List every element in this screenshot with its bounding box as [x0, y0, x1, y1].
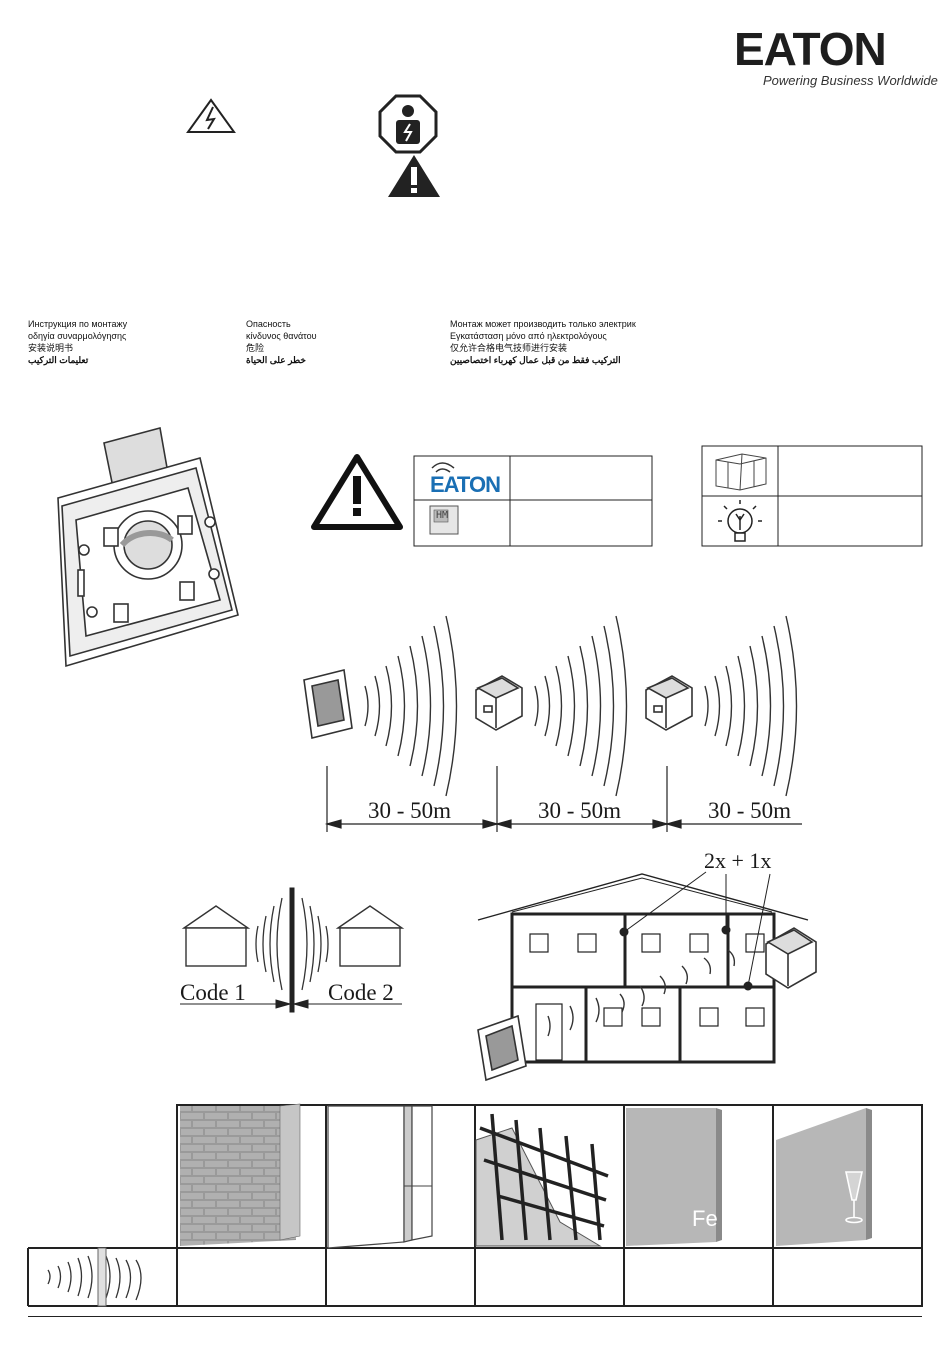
glass-pane-icon — [776, 1108, 872, 1246]
hm-label: HM — [436, 510, 449, 521]
house-radio-waves — [547, 949, 736, 1037]
device-count-label: 2x + 1x — [704, 848, 772, 873]
electrician-ar: التركيب فقط من قبل عمال كهرباء اختصاصيين — [450, 355, 621, 365]
electrician-ru: Монтаж может производить только электрик — [450, 319, 636, 329]
instructions-title-block: Инструкция по монтажу οδηγία συναρμολόγη… — [28, 318, 127, 366]
radio-waves-1 — [364, 615, 458, 797]
instructions-zh: 安装说明书 — [28, 343, 74, 353]
device-illustration — [57, 427, 239, 668]
distance-label-1: 30 - 50m — [368, 798, 452, 823]
radio-waves-3 — [704, 615, 798, 797]
light-bulb-icon — [718, 500, 762, 542]
neighbour-houses — [181, 905, 405, 967]
code-2-label: Code 2 — [328, 980, 394, 1005]
electrician-el: Εγκατάσταση μόνο από ηλεκτρολόγους — [450, 331, 607, 341]
wood-panel-icon — [327, 1105, 433, 1249]
code-divider — [180, 887, 402, 1013]
code-1-label: Code 1 — [180, 980, 246, 1005]
package-icon — [715, 453, 767, 491]
metal-sheet-icon — [626, 1108, 722, 1246]
danger-ru: Опасность — [246, 319, 291, 329]
bottom-rule — [28, 1316, 922, 1317]
actuator-icon-1 — [475, 675, 523, 731]
large-warning-icon — [311, 454, 403, 530]
metal-fe-label: Fe — [692, 1206, 718, 1231]
wall-switch-icon — [303, 669, 353, 739]
radio-waves-2 — [534, 615, 628, 797]
danger-ar: خطر على الحياة — [246, 355, 306, 365]
instructions-ar: تعليمات التركيب — [28, 355, 89, 365]
radio-waves-code — [255, 897, 329, 991]
distance-dimension-lines — [324, 766, 802, 832]
electrician-block: Монтаж может производить только электрик… — [450, 318, 636, 366]
signal-strength-icon — [47, 1255, 142, 1301]
actuator-icon-2 — [645, 675, 693, 731]
exclamation-warning-icon — [388, 155, 440, 197]
danger-block: Опасность κίνδυνος θανάτου 危险 خطر على ال… — [246, 318, 317, 366]
brick-wall-icon — [180, 1103, 301, 1246]
tagline: Powering Business Worldwide — [763, 73, 938, 88]
electrician-zh: 仅允许合格电气技师进行安装 — [450, 343, 568, 353]
eaton-logo: EATON — [734, 23, 887, 75]
distance-label-3: 30 - 50m — [708, 798, 792, 823]
eaton-small-logo: EATON — [430, 472, 501, 497]
wireless-signal-icon — [431, 462, 455, 473]
instructions-ru: Инструкция по монтажу — [28, 319, 128, 329]
signal-wall-bar — [97, 1247, 107, 1307]
danger-el: κίνδυνος θανάτου — [246, 331, 317, 341]
electrician-icon — [378, 94, 438, 154]
house-cross-section — [477, 873, 809, 1064]
rebar-concrete-icon — [475, 1113, 609, 1247]
package-table — [701, 445, 923, 547]
danger-zh: 危险 — [246, 343, 265, 353]
house-wall-switch-icon — [477, 1014, 527, 1082]
house-actuator-icon — [765, 927, 817, 989]
distance-label-2: 30 - 50m — [538, 798, 622, 823]
hm-device-icon — [429, 505, 459, 535]
device-pointer-lines — [619, 871, 771, 991]
lightning-warning-icon — [186, 98, 236, 133]
compatibility-table — [413, 455, 653, 547]
instructions-el: οδηγία συναρμολόγησης — [28, 331, 127, 341]
